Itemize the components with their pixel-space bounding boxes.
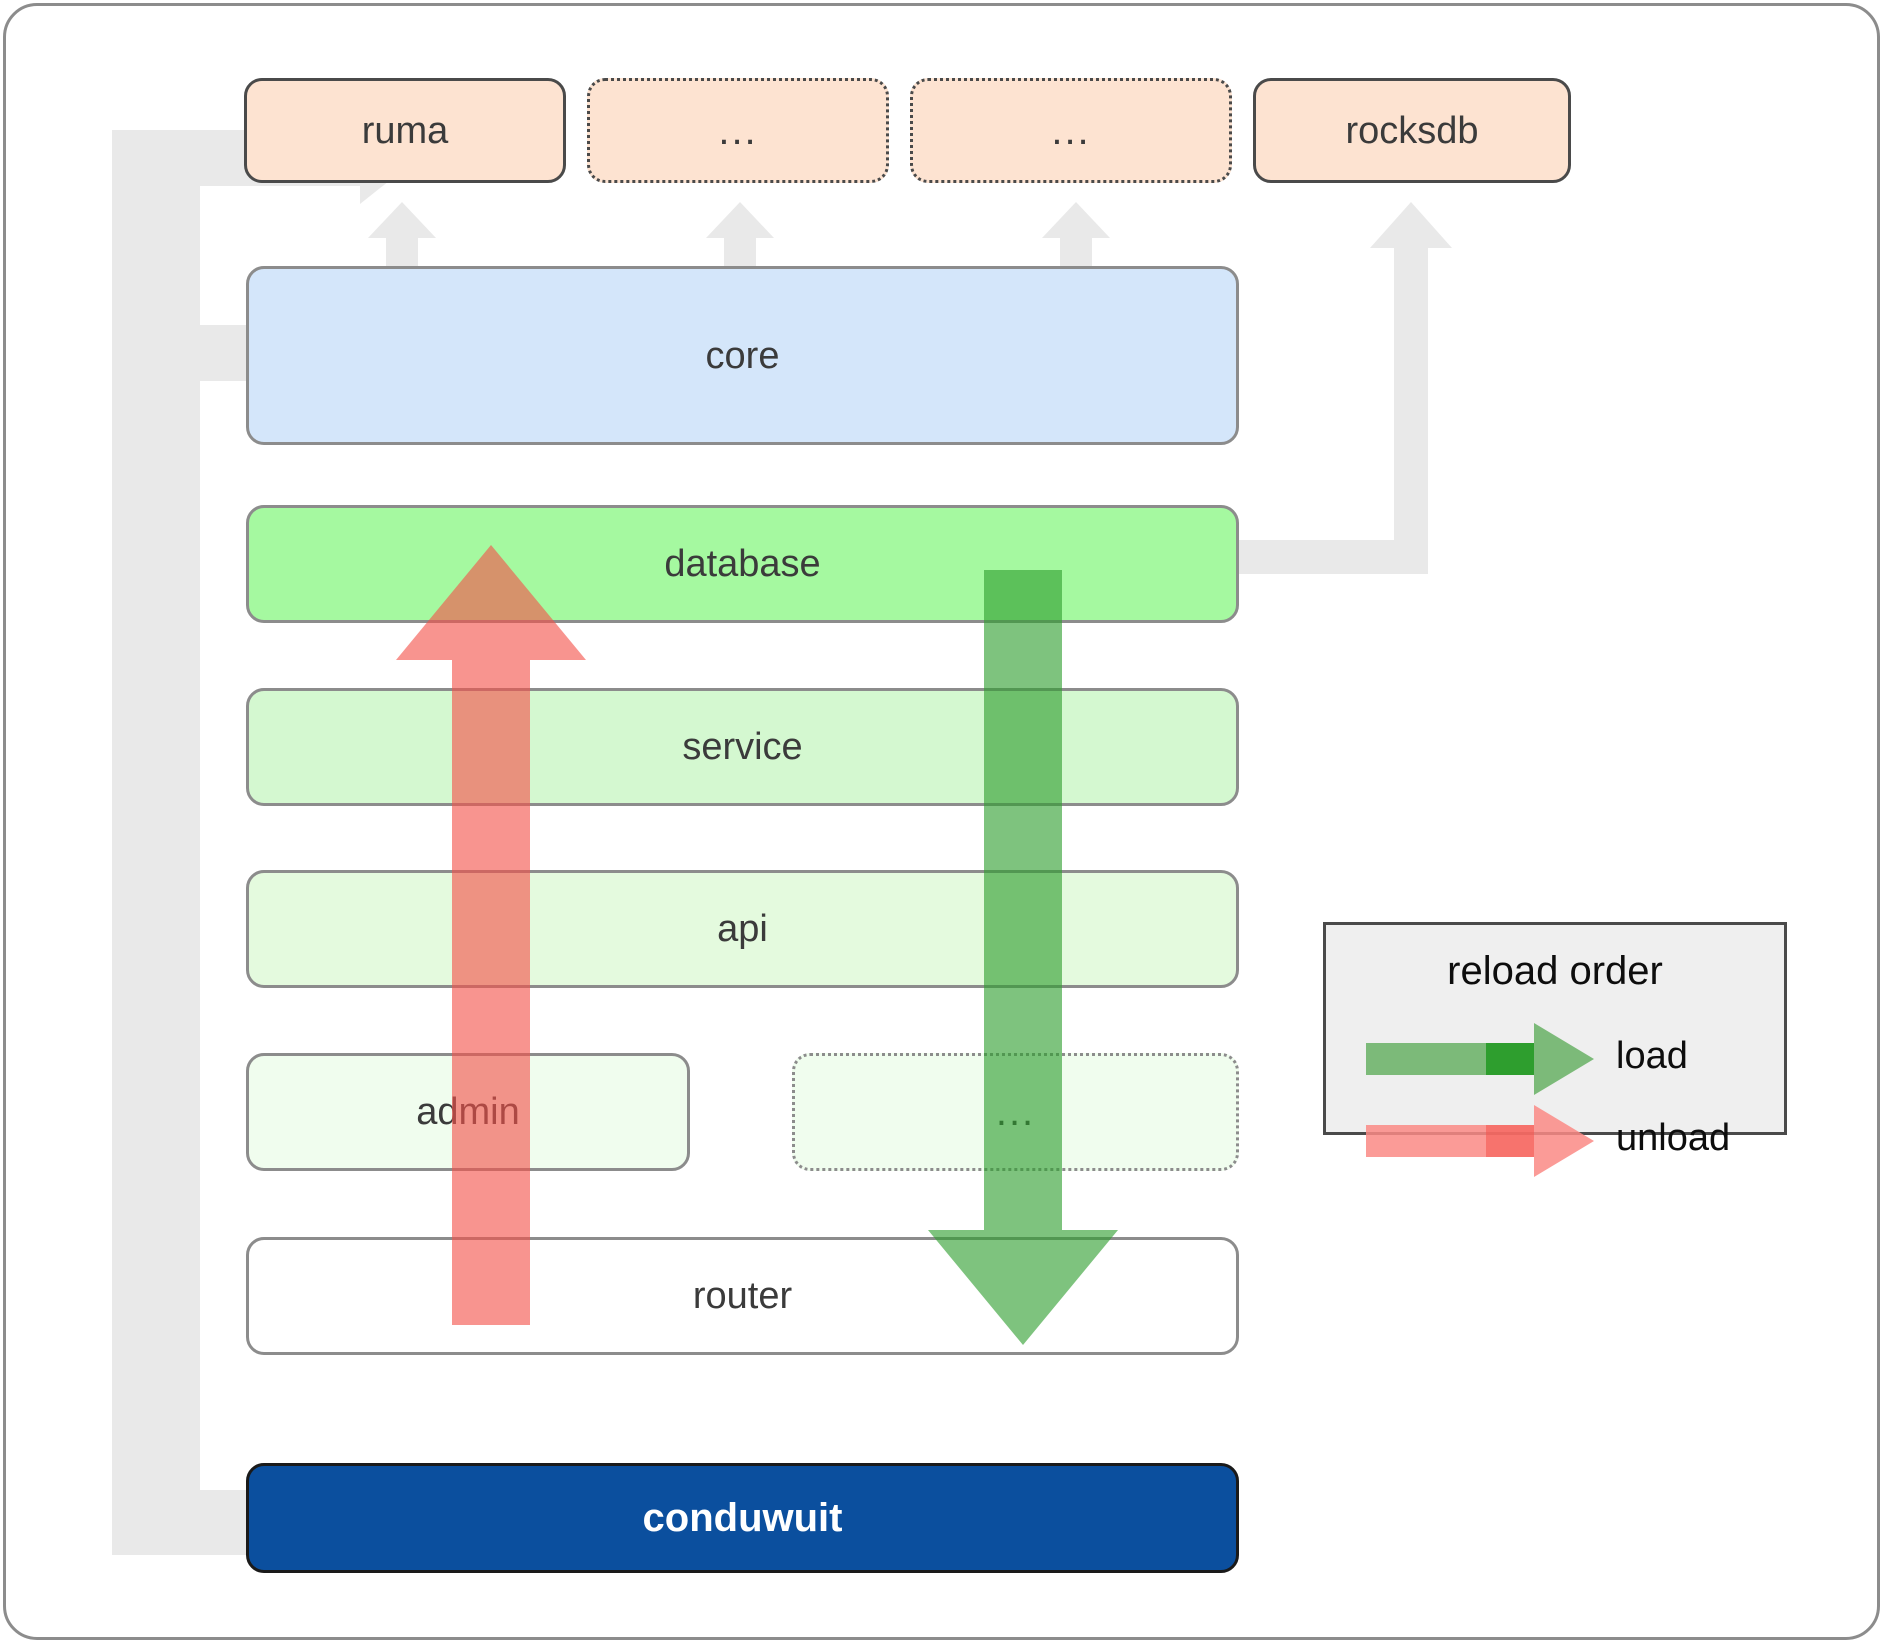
stack-box-core-label: core xyxy=(705,334,780,377)
legend-panel: reload order load unload xyxy=(1323,922,1787,1177)
crate-ruma-label: ruma xyxy=(361,109,449,152)
crate-placeholder-1-label: ... xyxy=(718,108,758,153)
stack-box-database[interactable]: database xyxy=(246,505,1239,623)
diagram-frame xyxy=(3,3,1880,1640)
stack-box-admin[interactable]: admin xyxy=(246,1053,690,1171)
crate-placeholder-1[interactable]: ... xyxy=(587,78,889,183)
stack-box-api-label: api xyxy=(717,908,768,950)
crate-rocksdb[interactable]: rocksdb xyxy=(1253,78,1571,183)
unload-arrow-icon xyxy=(1366,1105,1594,1177)
stack-box-service[interactable]: service xyxy=(246,688,1239,806)
legend-row-unload: unload xyxy=(1326,1103,1784,1179)
crate-placeholder-2[interactable]: ... xyxy=(910,78,1232,183)
crate-ruma[interactable]: ruma xyxy=(244,78,566,183)
crate-placeholder-2-label: ... xyxy=(1051,108,1091,153)
stack-box-api[interactable]: api xyxy=(246,870,1239,988)
stack-box-admin-label: admin xyxy=(416,1091,520,1133)
stack-box-router-label: router xyxy=(692,1275,793,1317)
stack-box-placeholder-label: ... xyxy=(995,1090,1036,1134)
legend-title: reload order xyxy=(1447,949,1663,993)
stack-box-placeholder[interactable]: ... xyxy=(792,1053,1239,1171)
legend-row-load: load xyxy=(1326,1021,1784,1097)
stack-box-router[interactable]: router xyxy=(246,1237,1239,1355)
binary-conduwuit[interactable]: conduwuit xyxy=(246,1463,1239,1573)
binary-conduwuit-label: conduwuit xyxy=(642,1496,843,1540)
legend-label-load: load xyxy=(1616,1035,1688,1077)
stack-box-core[interactable]: core xyxy=(246,266,1239,445)
load-arrow-icon xyxy=(1366,1023,1594,1095)
legend-label-unload: unload xyxy=(1616,1117,1731,1159)
stack-box-service-label: service xyxy=(682,726,803,768)
stack-box-database-label: database xyxy=(664,543,821,585)
crate-rocksdb-label: rocksdb xyxy=(1345,109,1479,152)
